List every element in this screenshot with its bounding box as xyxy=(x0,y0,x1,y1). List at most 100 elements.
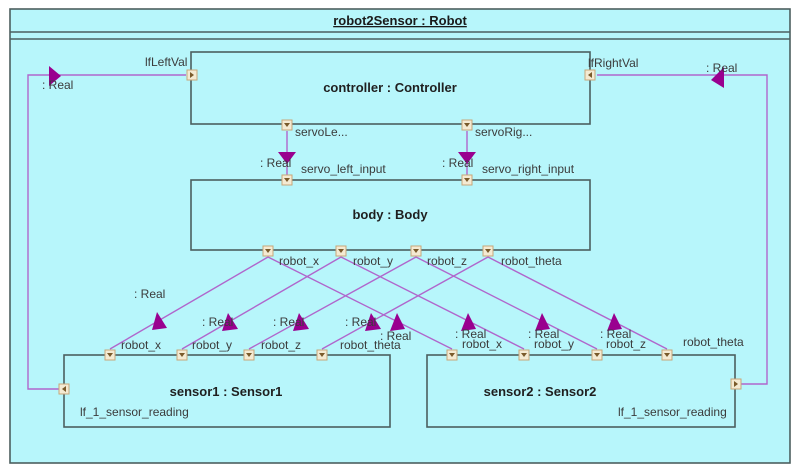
connector-sensor2-to-controller[interactable] xyxy=(597,74,768,385)
port-label-s2-robot-z: robot_z xyxy=(606,337,646,351)
arrowhead-right-wire xyxy=(711,67,724,88)
arrowhead-s1-y xyxy=(222,313,238,331)
type-label-s2-x: : Real xyxy=(455,327,486,341)
port-label-s2-robot-x: robot_x xyxy=(462,337,502,351)
port-sensor2-robot-theta[interactable] xyxy=(661,349,673,361)
arrowhead-servo-left xyxy=(278,152,296,164)
port-direction-icon xyxy=(485,249,491,253)
port-sensor1-robot-z[interactable] xyxy=(243,349,255,361)
port-direction-icon xyxy=(521,353,527,357)
arrowhead-s2-z xyxy=(607,313,622,331)
port-direction-icon xyxy=(319,353,325,357)
port-label-body-robot-x: robot_x xyxy=(279,254,319,268)
port-direction-icon xyxy=(284,123,290,127)
port-direction-icon xyxy=(449,353,455,357)
port-direction-icon xyxy=(179,353,185,357)
sensor1-part[interactable]: sensor1 : Sensor1 lf_1_sensor_reading xyxy=(63,354,391,428)
arrowhead-s2-x xyxy=(461,313,476,331)
port-sensor2-robot-x[interactable] xyxy=(446,349,458,361)
port-label-servoLe: servoLe... xyxy=(295,125,348,139)
connector-body-z-sensor1[interactable] xyxy=(248,256,417,350)
port-sensor2-robot-y[interactable] xyxy=(518,349,530,361)
port-controller-lfLeftVal[interactable] xyxy=(186,69,198,81)
port-direction-icon xyxy=(107,353,113,357)
type-label-right-wire: : Real xyxy=(706,61,737,75)
port-body-robot-theta[interactable] xyxy=(482,245,494,257)
port-label-s2-robot-theta: robot_theta xyxy=(683,335,744,349)
port-body-robot-y[interactable] xyxy=(335,245,347,257)
type-label-s2-y: : Real xyxy=(528,327,559,341)
controller-box[interactable] xyxy=(190,51,591,125)
port-controller-lfRightVal[interactable] xyxy=(584,69,596,81)
port-label-s1-robot-y: robot_y xyxy=(192,338,232,352)
port-label-lfLeftVal: lfLeftVal xyxy=(145,55,187,69)
type-label-servo-right: : Real xyxy=(442,156,473,170)
connector-body-theta-sensor2[interactable] xyxy=(487,256,668,350)
controller-part[interactable]: controller : Controller xyxy=(190,51,591,125)
port-direction-icon xyxy=(62,386,66,392)
port-label-lfRightVal: lfRightVal xyxy=(588,56,638,70)
port-direction-icon xyxy=(464,123,470,127)
body-part[interactable]: body : Body xyxy=(190,179,591,251)
sensor1-label: sensor1 : Sensor1 xyxy=(170,384,283,399)
port-label-s1-robot-x: robot_x xyxy=(121,338,161,352)
port-label-servo-left-input: servo_left_input xyxy=(301,162,386,176)
arrowhead-servo-right xyxy=(458,152,476,164)
port-label-body-robot-y: robot_y xyxy=(353,254,393,268)
connector-body-x-sensor2[interactable] xyxy=(267,256,453,350)
connector-body-theta-sensor1[interactable] xyxy=(321,256,489,350)
port-sensor1-lf-reading[interactable] xyxy=(58,383,70,395)
port-controller-servoLe[interactable] xyxy=(281,119,293,131)
port-label-s1-robot-theta: robot_theta xyxy=(340,338,401,352)
type-label-s2-z: : Real xyxy=(600,327,631,341)
direction-markers xyxy=(49,66,724,331)
type-label-s1-x: : Real xyxy=(134,287,165,301)
type-label-s1-theta: : Real xyxy=(345,315,376,329)
body-box[interactable] xyxy=(190,179,591,251)
connector-body-z-sensor2[interactable] xyxy=(415,256,598,350)
type-label-s2-theta-cross: : Real xyxy=(380,329,411,343)
port-label-body-robot-theta: robot_theta xyxy=(501,254,562,268)
port-body-robot-z[interactable] xyxy=(410,245,422,257)
port-sensor1-robot-y[interactable] xyxy=(176,349,188,361)
sensor2-label: sensor2 : Sensor2 xyxy=(484,384,597,399)
port-sensor2-lf-reading[interactable] xyxy=(730,378,742,390)
arrowhead-s1-x xyxy=(152,312,167,330)
arrowhead-s2-y xyxy=(535,313,550,331)
port-direction-icon xyxy=(190,72,194,78)
connectors xyxy=(27,74,768,390)
port-sensor1-robot-theta[interactable] xyxy=(316,349,328,361)
type-label-servo-left: : Real xyxy=(260,156,291,170)
ports xyxy=(58,69,742,395)
type-label-s1-z: : Real xyxy=(273,315,304,329)
connector-body-y-sensor1[interactable] xyxy=(181,256,342,350)
sensor2-part[interactable]: sensor2 : Sensor2 lf_1_sensor_reading xyxy=(426,354,736,428)
port-sensor2-robot-z[interactable] xyxy=(591,349,603,361)
port-label-s2-robot-y: robot_y xyxy=(534,337,574,351)
port-direction-icon xyxy=(734,381,738,387)
sensor1-output-label: lf_1_sensor_reading xyxy=(80,405,189,419)
port-direction-icon xyxy=(284,178,290,182)
port-label-body-robot-z: robot_z xyxy=(427,254,467,268)
port-direction-icon xyxy=(588,72,592,78)
type-labels: : Real : Real : Real : Real : Real : Rea… xyxy=(42,61,737,343)
port-body-robot-x[interactable] xyxy=(262,245,274,257)
connector-sensor1-to-controller[interactable] xyxy=(27,74,186,390)
port-direction-icon xyxy=(464,178,470,182)
sensor2-box[interactable] xyxy=(426,354,736,428)
port-body-servo-left-input[interactable] xyxy=(281,174,293,186)
sensor1-box[interactable] xyxy=(63,354,391,428)
connector-body-x-sensor1[interactable] xyxy=(109,256,269,350)
port-label-s1-robot-z: robot_z xyxy=(261,338,301,352)
connector-body-y-sensor2[interactable] xyxy=(340,256,525,350)
port-controller-servoRig[interactable] xyxy=(461,119,473,131)
sensor2-output-label: lf_1_sensor_reading xyxy=(618,405,727,419)
port-direction-icon xyxy=(338,249,344,253)
port-label-servo-right-input: servo_right_input xyxy=(482,162,575,176)
port-direction-icon xyxy=(246,353,252,357)
frame-title: robot2Sensor : Robot xyxy=(333,13,467,28)
port-sensor1-robot-x[interactable] xyxy=(104,349,116,361)
port-body-servo-right-input[interactable] xyxy=(461,174,473,186)
port-labels: lfLeftVal lfRightVal servoLe... servoRig… xyxy=(121,55,744,352)
